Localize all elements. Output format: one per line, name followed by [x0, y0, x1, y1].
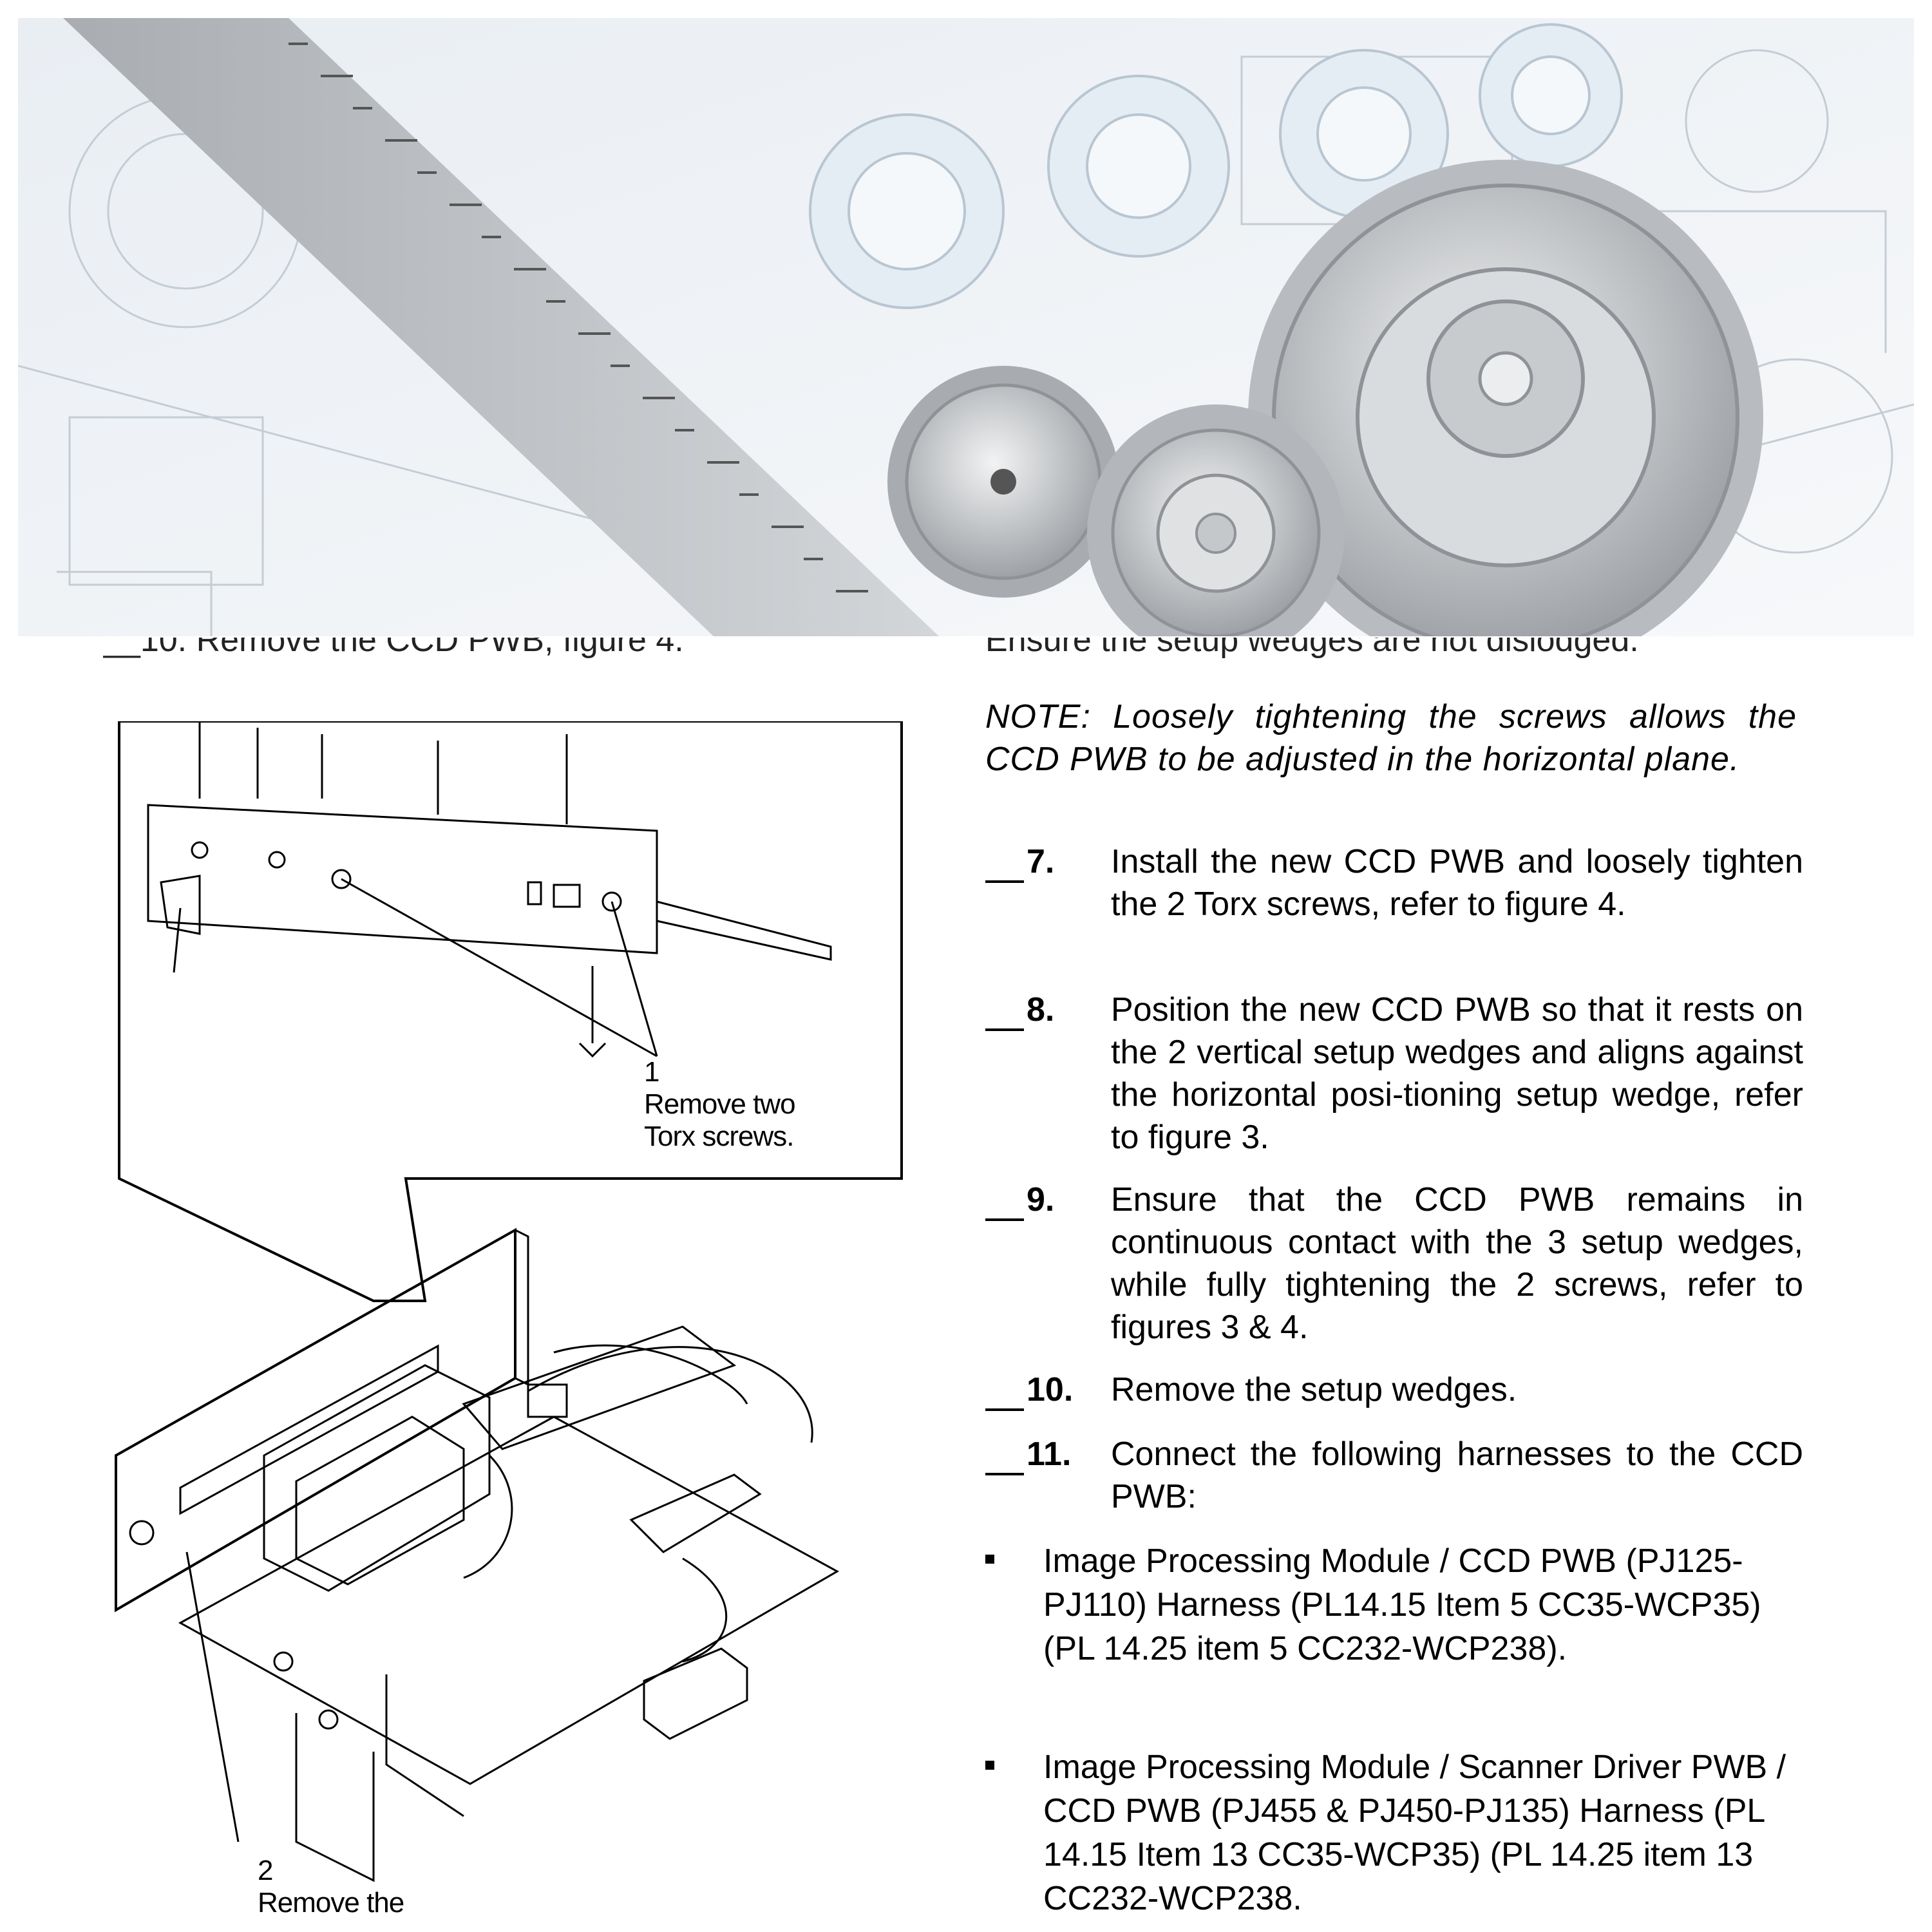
right-column: Ensure the setup wedges are not dislodge…: [985, 638, 1803, 1932]
step-7: 7. Install the new CCD PWB and loosely t…: [985, 840, 1803, 925]
left-cut-text: __10. Remove the CCD PWB, figure 4.: [103, 638, 684, 659]
right-cut-text: Ensure the setup wedges are not dislodge…: [985, 638, 1639, 659]
bullet-1-text: Image Processing Module / CCD PWB (PJ125…: [1043, 1542, 1761, 1667]
step-10-text: Remove the setup wedges.: [1111, 1371, 1517, 1408]
bullet-icon: [985, 1761, 994, 1770]
step-7-number: 7.: [1027, 843, 1055, 880]
step-10-number: 10.: [1027, 1371, 1074, 1408]
left-column: __10. Remove the CCD PWB, figure 4.: [103, 638, 914, 1932]
step-7-text: Install the new CCD PWB and loosely tigh…: [1111, 843, 1803, 923]
callout-1-number: 1: [644, 1056, 659, 1088]
callout-1-line1: Remove two: [644, 1088, 796, 1120]
step-9-text: Ensure that the CCD PWB remains in conti…: [1111, 1181, 1803, 1346]
bullet-icon: [985, 1555, 994, 1564]
callout-2-number: 2: [258, 1855, 273, 1886]
ccd-pwb-diagram: 1 Remove two Torx screws. 2 Remove the: [103, 721, 914, 1932]
step-9: 9. Ensure that the CCD PWB remains in co…: [985, 1179, 1803, 1349]
right-cut-off-line: Ensure the setup wedges are not dislodge…: [985, 638, 1797, 676]
step-8: 8. Position the new CCD PWB so that it r…: [985, 989, 1803, 1159]
bullet-2-text: Image Processing Module / Scanner Driver…: [1043, 1748, 1786, 1917]
left-cut-off-line: __10. Remove the CCD PWB, figure 4.: [103, 638, 914, 676]
step-10: 10. Remove the setup wedges.: [985, 1368, 1803, 1411]
step-8-text: Position the new CCD PWB so that it rest…: [1111, 991, 1803, 1156]
step-11-text: Connect the following harnesses to the C…: [1111, 1435, 1803, 1515]
callout-1: 1 Remove two Torx screws.: [644, 1056, 796, 1153]
step-8-number: 8.: [1027, 991, 1055, 1028]
gear-icon: [887, 160, 1763, 636]
ruler-icon: [63, 18, 939, 636]
step-11: 11. Connect the following harnesses to t…: [985, 1433, 1803, 1518]
bullet-item-2: Image Processing Module / Scanner Driver…: [985, 1745, 1803, 1920]
step-11-number: 11.: [1027, 1435, 1072, 1473]
blueprint-banner-image: [18, 18, 1914, 636]
bullet-item-1: Image Processing Module / CCD PWB (PJ125…: [985, 1539, 1803, 1671]
callout-2-line1: Remove the: [258, 1887, 404, 1918]
callout-1-line2: Torx screws.: [644, 1121, 794, 1152]
callout-2: 2 Remove the: [258, 1855, 404, 1919]
note-paragraph: NOTE: Loosely tightening the screws allo…: [985, 698, 1797, 778]
step-9-number: 9.: [1027, 1181, 1055, 1218]
